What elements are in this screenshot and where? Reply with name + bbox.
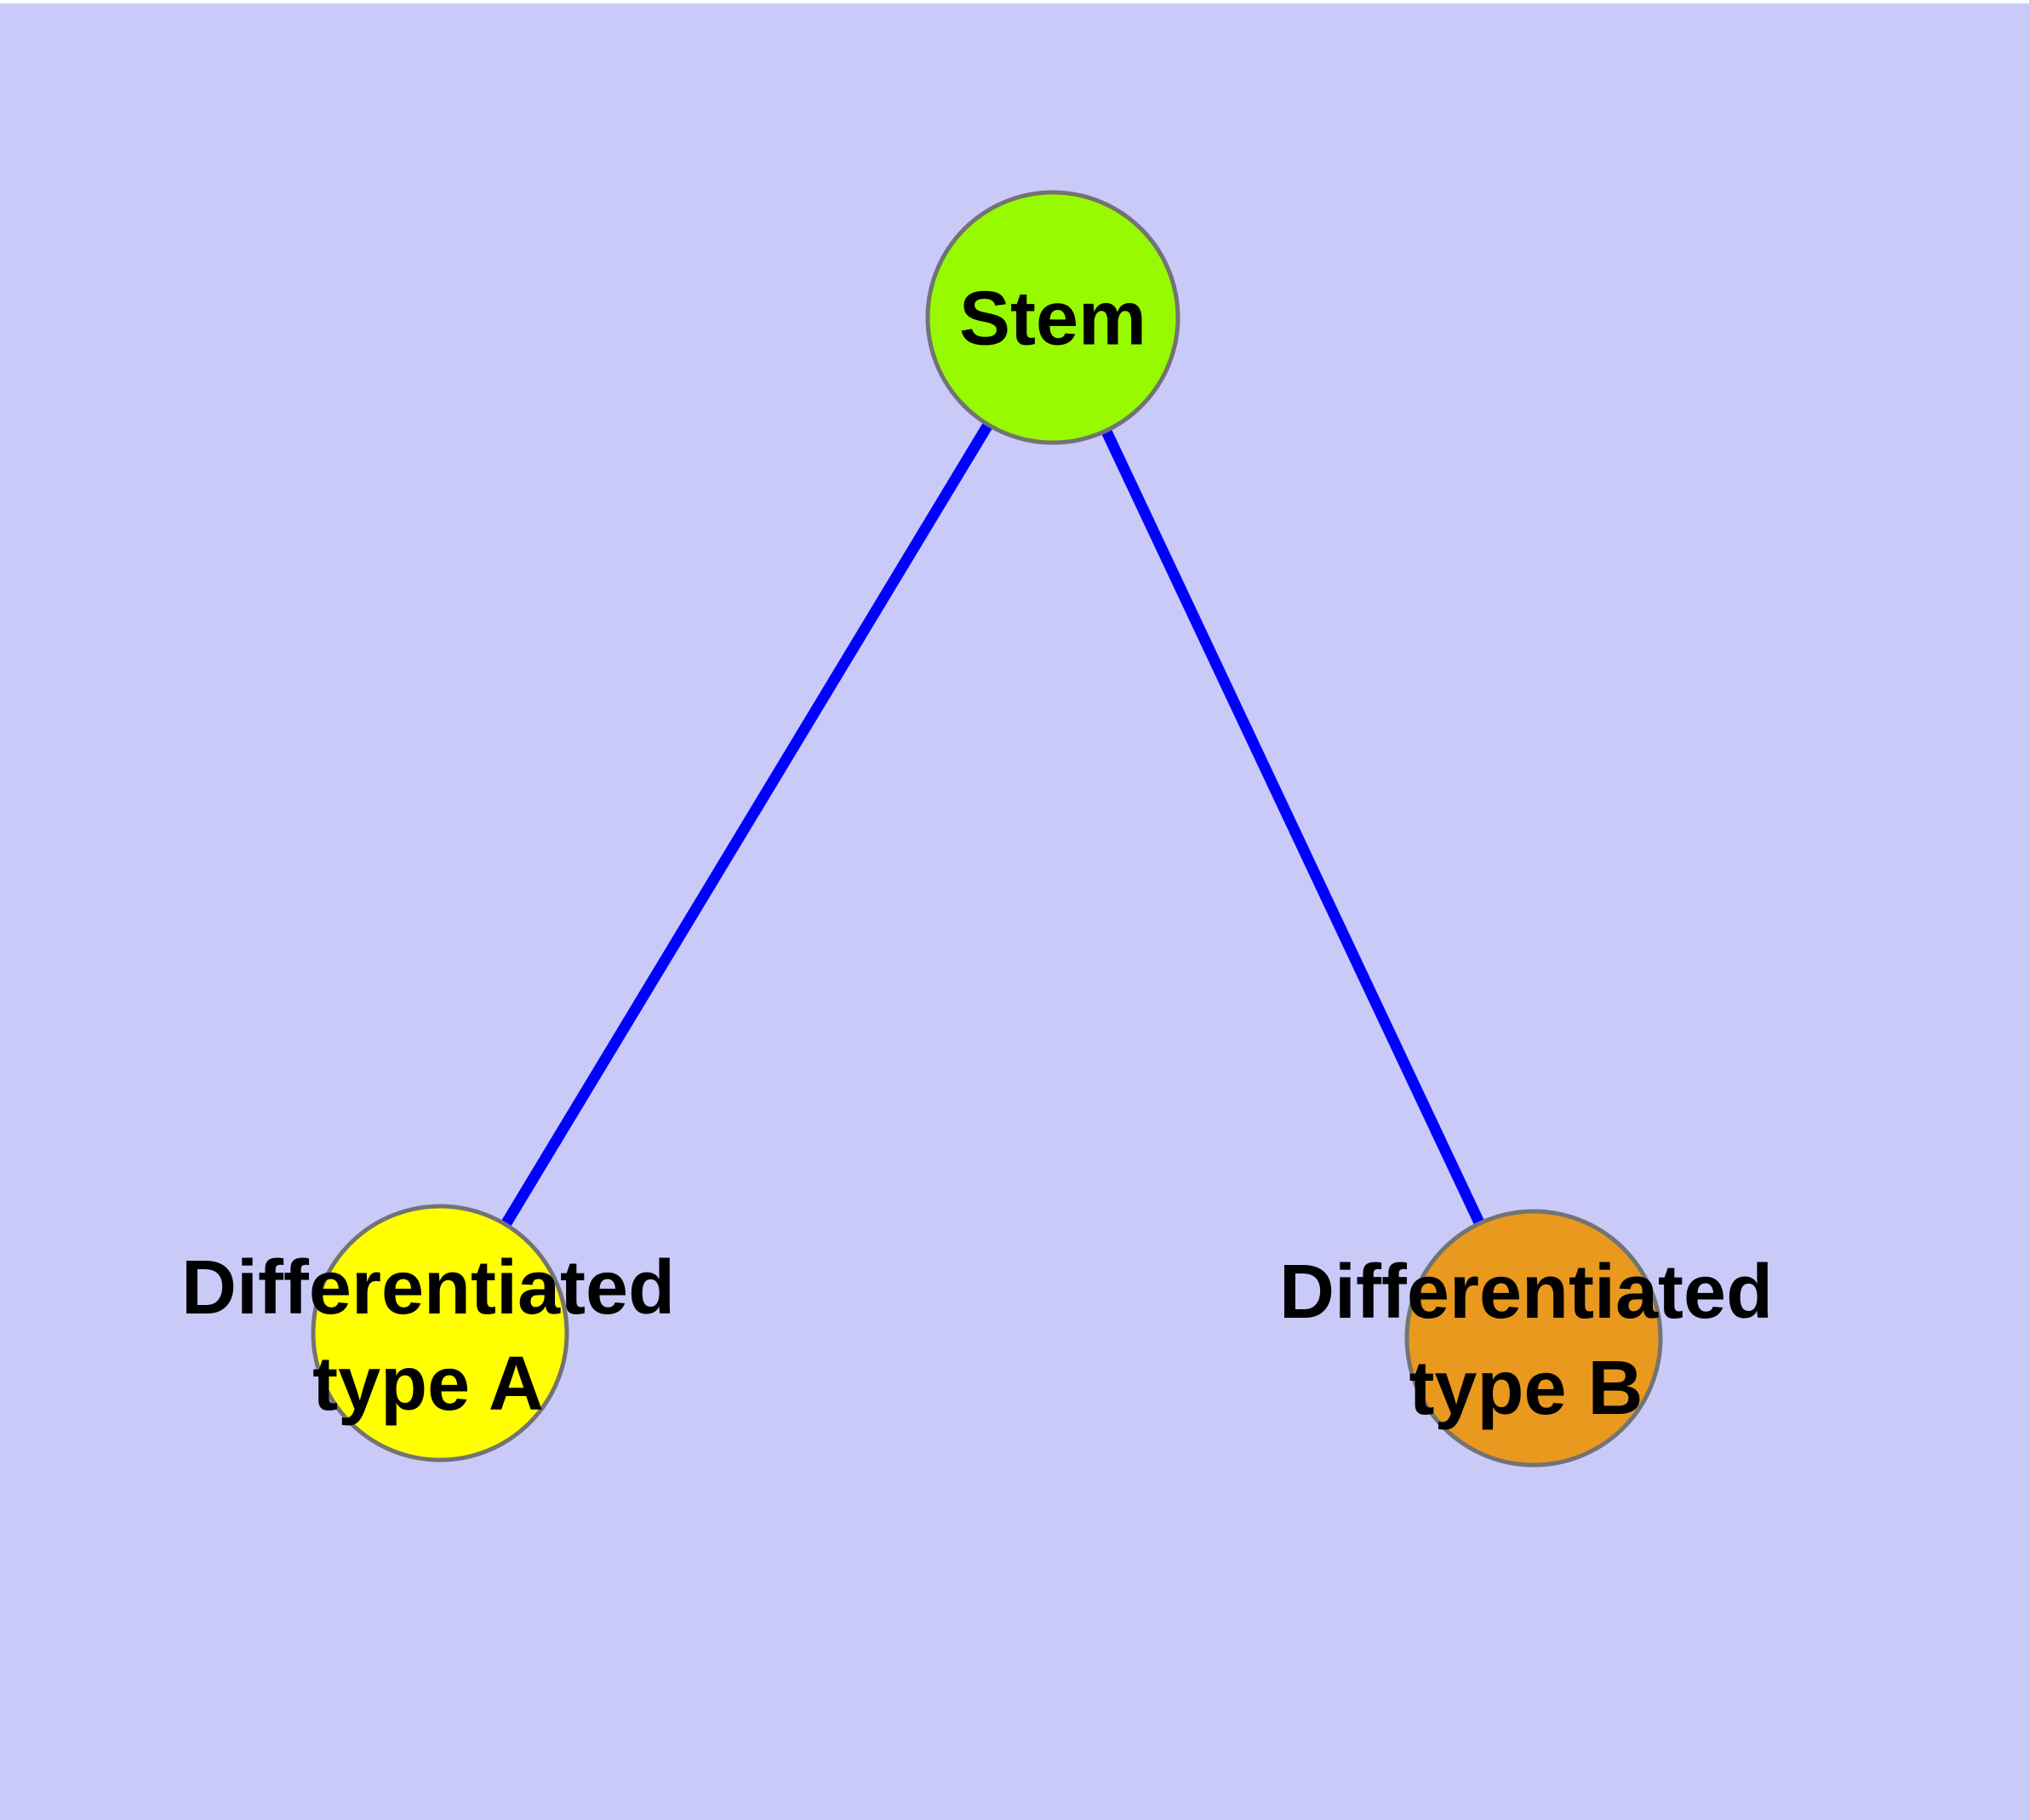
node-type-a-label: Differentiated type A (181, 1240, 675, 1433)
node-stem (925, 190, 1180, 445)
node-type-a-label-line2: type A (312, 1342, 544, 1427)
node-type-b-label-line1: Differentiated (1278, 1250, 1774, 1335)
node-type-a-label-line1: Differentiated (180, 1245, 676, 1331)
node-type-b-label: Differentiated type B (1279, 1245, 1773, 1437)
edge-stem-to-type-b (1048, 315, 1539, 1341)
node-differentiated-type-b (1404, 1209, 1663, 1468)
node-type-b-label-line2: type B (1409, 1346, 1643, 1431)
node-differentiated-type-a (311, 1204, 569, 1462)
node-stem-label-text: Stem (958, 276, 1147, 362)
edge-stem-to-type-a (435, 314, 1058, 1336)
node-stem-label: Stem (959, 272, 1146, 368)
